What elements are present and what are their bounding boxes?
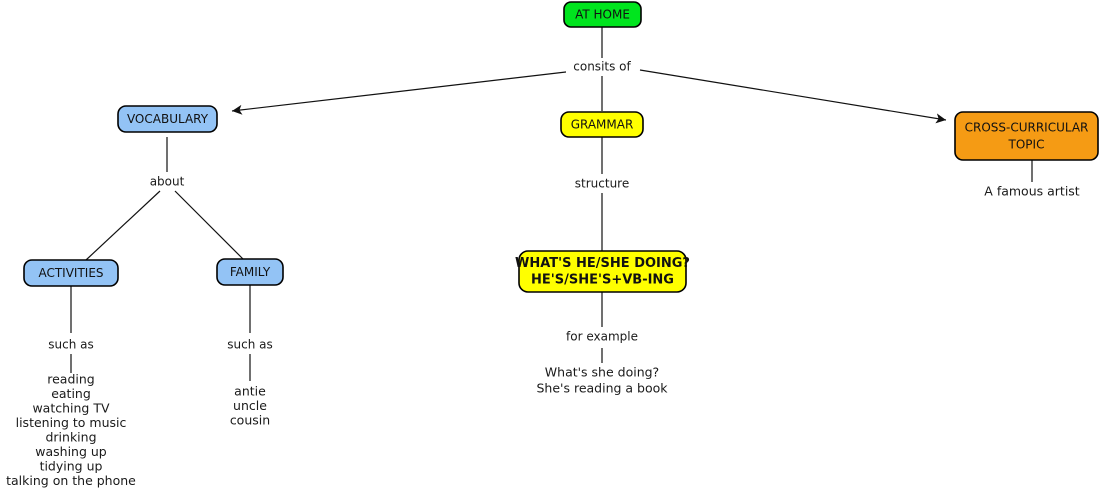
node-grammar[interactable]: GRAMMAR [560, 111, 644, 138]
example-line: She's reading a book [536, 381, 668, 396]
edge-label-such-as-activities: such as [48, 338, 93, 352]
node-family-label: FAMILY [230, 265, 271, 279]
activities-list: reading eating watching TV listening to … [6, 372, 136, 489]
edge-label-for-example: for example [566, 330, 638, 344]
node-cross-curricular-label-line1: CROSS-CURRICULAR [965, 121, 1089, 135]
such-as-activities-backdrop [44, 336, 98, 352]
node-vocabulary-shape[interactable] [117, 105, 218, 133]
node-cross-curricular-label-line2: TOPIC [1008, 138, 1045, 152]
edge-label-such-as-family: such as [227, 338, 272, 352]
edge-label-about: about [150, 175, 185, 189]
node-cross-curricular-shape[interactable] [954, 111, 1099, 161]
list-item: watching TV [32, 401, 110, 416]
edge-label-consists-of: consits of [573, 60, 631, 74]
famous-artist-text: A famous artist [984, 184, 1080, 199]
node-at-home-shape[interactable] [563, 1, 642, 28]
node-family[interactable]: FAMILY [216, 258, 284, 286]
node-activities[interactable]: ACTIVITIES [23, 259, 119, 287]
node-grammar-shape[interactable] [560, 111, 644, 138]
edge-about-to-family [174, 190, 244, 260]
node-activities-shape[interactable] [23, 259, 119, 287]
list-item: washing up [35, 444, 107, 459]
list-item: tidying up [40, 459, 103, 474]
list-item: talking on the phone [6, 473, 136, 488]
list-item: antie [234, 384, 266, 399]
node-grammar-structure-line2: HE'S/SHE'S+VB-ING [531, 273, 674, 288]
edge-about-to-activities [85, 190, 161, 261]
node-grammar-label: GRAMMAR [571, 118, 634, 132]
node-grammar-structure-line1: WHAT'S HE/SHE DOING? [515, 256, 690, 271]
node-vocabulary[interactable]: VOCABULARY [117, 105, 218, 133]
edge-junction-to-cross-curricular [639, 69, 947, 124]
structure-label-backdrop [572, 175, 632, 191]
node-at-home-label: AT HOME [575, 8, 630, 22]
edge-labels-layer: consits of about structure such as such … [44, 59, 639, 352]
edge-junction-to-vocabulary [231, 69, 584, 115]
node-activities-label: ACTIVITIES [38, 266, 103, 280]
node-family-shape[interactable] [216, 258, 284, 286]
about-label-backdrop [143, 173, 191, 189]
family-list: antie uncle cousin [230, 384, 270, 428]
node-grammar-structure-shape[interactable] [518, 250, 687, 293]
list-item: listening to music [16, 415, 127, 430]
list-item: drinking [45, 430, 96, 445]
list-item: reading [47, 372, 94, 387]
list-item: cousin [230, 413, 270, 428]
for-example-backdrop [565, 329, 639, 345]
node-cross-curricular-topic[interactable]: CROSS-CURRICULAR TOPIC [954, 111, 1099, 161]
edge-label-structure: structure [575, 177, 629, 191]
consists-of-label-backdrop [566, 59, 638, 75]
example-text: What's she doing? She's reading a book [536, 365, 668, 396]
node-at-home[interactable]: AT HOME [563, 1, 642, 28]
example-line: What's she doing? [545, 365, 659, 380]
list-item: eating [51, 386, 91, 401]
edges-layer [70, 27, 1033, 381]
such-as-family-backdrop [223, 336, 277, 352]
list-item: uncle [233, 398, 267, 413]
node-grammar-structure[interactable]: WHAT'S HE/SHE DOING? HE'S/SHE'S+VB-ING [515, 250, 690, 293]
node-vocabulary-label: VOCABULARY [127, 112, 209, 126]
